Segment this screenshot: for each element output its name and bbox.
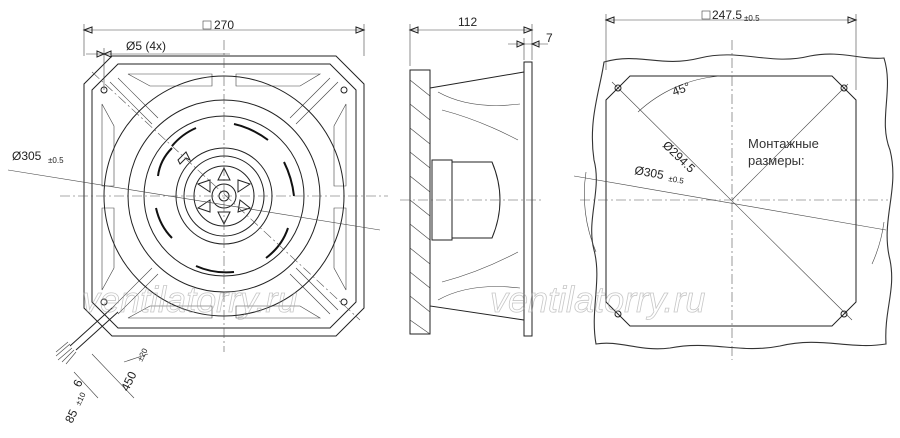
watermark-right: ventilatorry.ru (490, 279, 705, 320)
watermark-left: ventilatorry.ru (82, 279, 297, 320)
mount-arc-45 (637, 75, 721, 113)
side-frame-left (409, 69, 431, 335)
dim-strip-len-label: 85 (62, 407, 81, 425)
cable-bundle: 450 ±20 6 85 ±10 (55, 307, 150, 425)
dim-112: 112 (408, 15, 534, 66)
mount-diag-3 (731, 83, 849, 201)
rotation-arrow-icon (177, 151, 192, 165)
dim-front-circle-label: Ø305 (12, 149, 42, 163)
dim-ø305-front: Ø305 ±0.5 (7, 149, 381, 231)
dim-cable-len-label: 450 (118, 369, 140, 393)
mount-break-outline (591, 53, 894, 350)
mount-arc-right (871, 221, 885, 265)
dim-cable-len-tol: ±20 (136, 346, 150, 362)
dim-strip-small-label: 6 (70, 377, 86, 389)
dim-7: 7 (508, 31, 553, 60)
mount-holes (614, 84, 848, 318)
dim-holes-label: Ø5 (4x) (126, 39, 166, 53)
front-view: 270 Ø5 (4x) Ø305 ±0.5 (7, 18, 388, 425)
front-frame-outer (83, 55, 365, 337)
dim-holes: Ø5 (4x) (86, 39, 230, 90)
dim-width-label: 270 (214, 18, 234, 32)
dim-mount-width-tol: ±0.5 (744, 14, 760, 23)
mount-cutout (605, 75, 857, 327)
mount-label-line1: Монтажные (748, 136, 819, 151)
dim-270: 270 (82, 18, 366, 56)
front-blades (155, 123, 295, 274)
front-ribs (101, 73, 347, 319)
dim-mount-circle-label: Ø305 (633, 163, 665, 182)
side-motor (451, 161, 501, 239)
mount-label-line2: размеры: (748, 153, 805, 168)
dim-strip-len-tol: ±10 (74, 390, 88, 406)
mount-diag-2 (573, 175, 887, 231)
dim-front-circle-tol: ±0.5 (48, 156, 64, 165)
mount-arc-left (584, 171, 597, 253)
front-struts (109, 77, 339, 315)
dim-mount-circle-tol: ±0.5 (668, 174, 685, 186)
dim-angle-label: 45° (670, 79, 692, 98)
side-flange (523, 61, 533, 337)
side-frame-hatch (409, 79, 431, 335)
dim-depth-label: 112 (458, 15, 477, 29)
dim-diag-label: Ø294.5 (660, 138, 698, 176)
side-view: 112 7 (400, 15, 553, 337)
dim-mount-width-label: 247.5 (712, 8, 742, 22)
dim-247-5: 247.5 ±0.5 (604, 8, 858, 90)
dim-flange-label: 7 (546, 31, 553, 45)
front-centerline-diag (91, 71, 361, 321)
mount-diag-1 (611, 81, 853, 321)
front-frame-inner (91, 63, 357, 329)
